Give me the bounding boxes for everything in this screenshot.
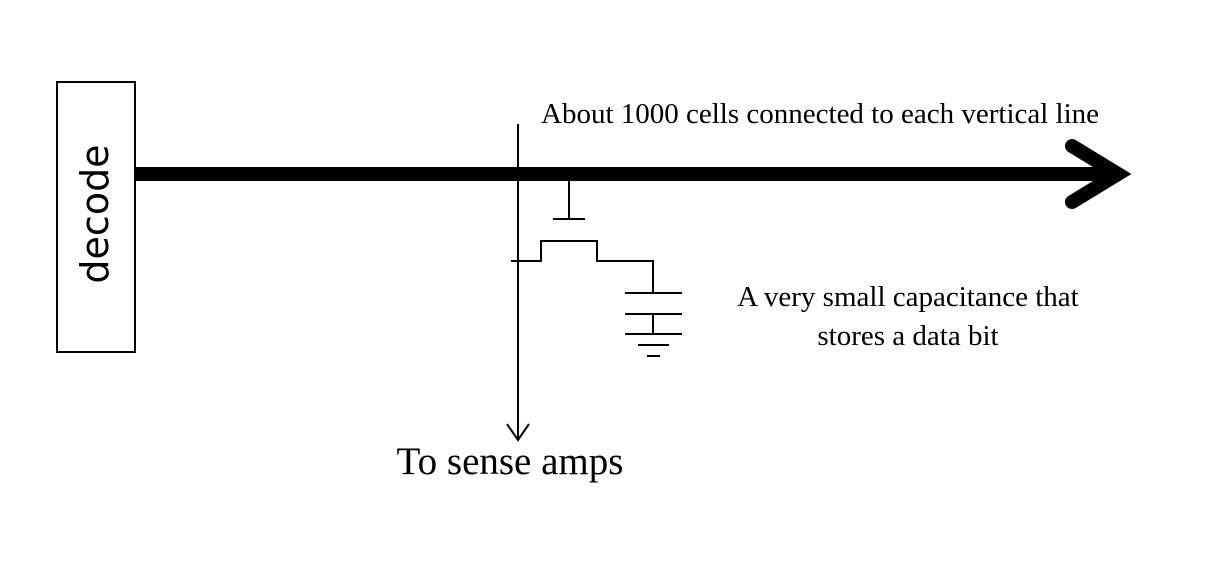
capacitor-note-line2: stores a data bit: [817, 320, 998, 352]
channel: [511, 240, 654, 293]
capacitor-note-line1: A very small capacitance that: [737, 281, 1078, 313]
ground-symbol: [625, 333, 682, 357]
sense-amps-label: To sense amps: [397, 440, 624, 483]
decode-label: decode: [73, 144, 117, 283]
bit-line: [506, 124, 530, 442]
storage-capacitor: [625, 292, 682, 334]
bit-line-arrowhead: [506, 423, 530, 442]
decode-box: [56, 81, 136, 353]
decode-block: decode: [56, 81, 136, 353]
word-line: [135, 139, 1132, 209]
word-line-arrowhead: [1065, 139, 1132, 209]
access-transistor: [511, 181, 654, 293]
cells-note: About 1000 cells connected to each verti…: [541, 98, 1099, 130]
